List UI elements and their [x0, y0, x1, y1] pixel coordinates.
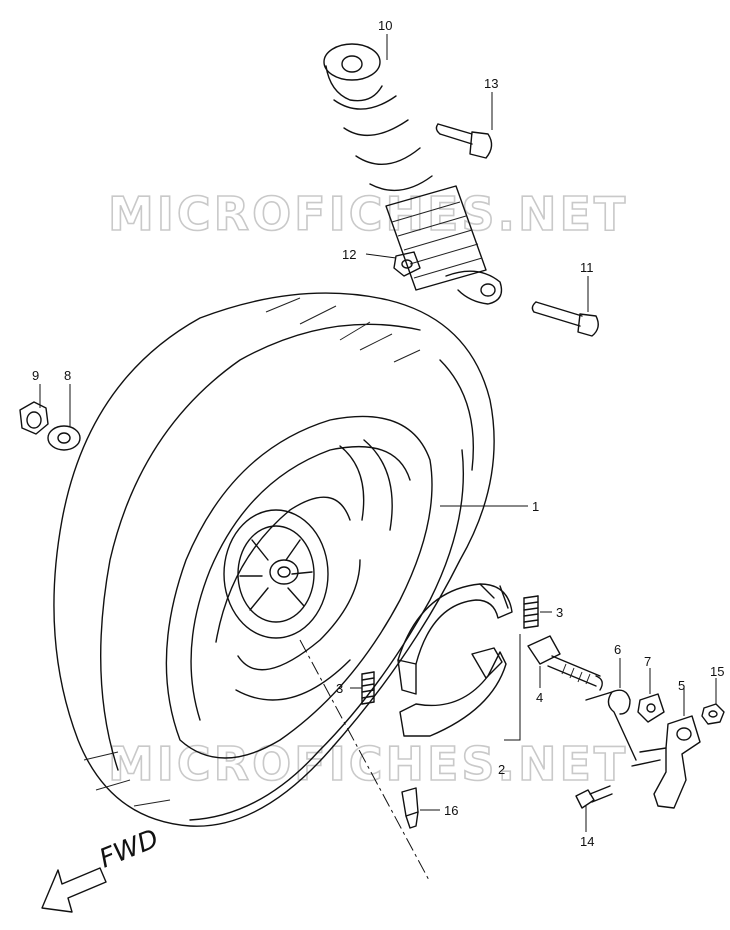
shoe-spring-upper	[523, 595, 539, 629]
arm-nut	[701, 703, 725, 725]
callout-7: 15	[710, 664, 724, 679]
fwd-arrow-icon	[41, 867, 107, 913]
callout-4: 4	[536, 690, 543, 705]
callout-5: 5	[678, 678, 685, 693]
axle-nut	[19, 401, 49, 435]
shoe-spring-lower	[361, 671, 375, 705]
callout-2: 2	[498, 762, 505, 777]
axle-centerline	[299, 639, 431, 883]
wear-indicator	[637, 693, 665, 723]
watermark-top: MICROFICHES.NET	[108, 187, 628, 241]
leader-lines	[39, 34, 717, 832]
brake-arm	[631, 715, 701, 809]
fwd-label: FWD	[95, 824, 163, 875]
callout-9: 7	[644, 654, 651, 669]
callout-14: 12	[342, 247, 356, 262]
watermark-bottom: MICROFICHES.NET	[108, 737, 628, 791]
callout-13: 11	[580, 260, 594, 275]
callout-11: 9	[32, 368, 39, 383]
valve-stem	[401, 787, 419, 829]
callout-12: 10	[378, 18, 392, 33]
brake-shoe-set	[397, 583, 513, 737]
return-spring	[585, 689, 637, 761]
shock-lower-nut	[393, 251, 421, 277]
callout-16: 16	[444, 803, 458, 818]
callout-8: 6	[614, 642, 621, 657]
shock-lower-bolt	[531, 301, 599, 337]
wheel-hub	[223, 509, 329, 639]
callout-3-upper: 3	[556, 605, 563, 620]
tire	[53, 292, 495, 827]
callout-1: 1	[532, 499, 539, 514]
callout-6: 14	[580, 834, 594, 849]
rear-shock-absorber	[323, 43, 503, 305]
arm-bolt	[575, 785, 613, 809]
brake-cam-shaft	[527, 635, 603, 691]
shock-upper-bolt	[435, 123, 493, 159]
callout-10: 8	[64, 368, 71, 383]
axle-washer	[47, 425, 81, 451]
callout-15: 13	[484, 76, 498, 91]
callout-3-lower: 3	[336, 681, 343, 696]
wheel-rim	[165, 415, 433, 759]
